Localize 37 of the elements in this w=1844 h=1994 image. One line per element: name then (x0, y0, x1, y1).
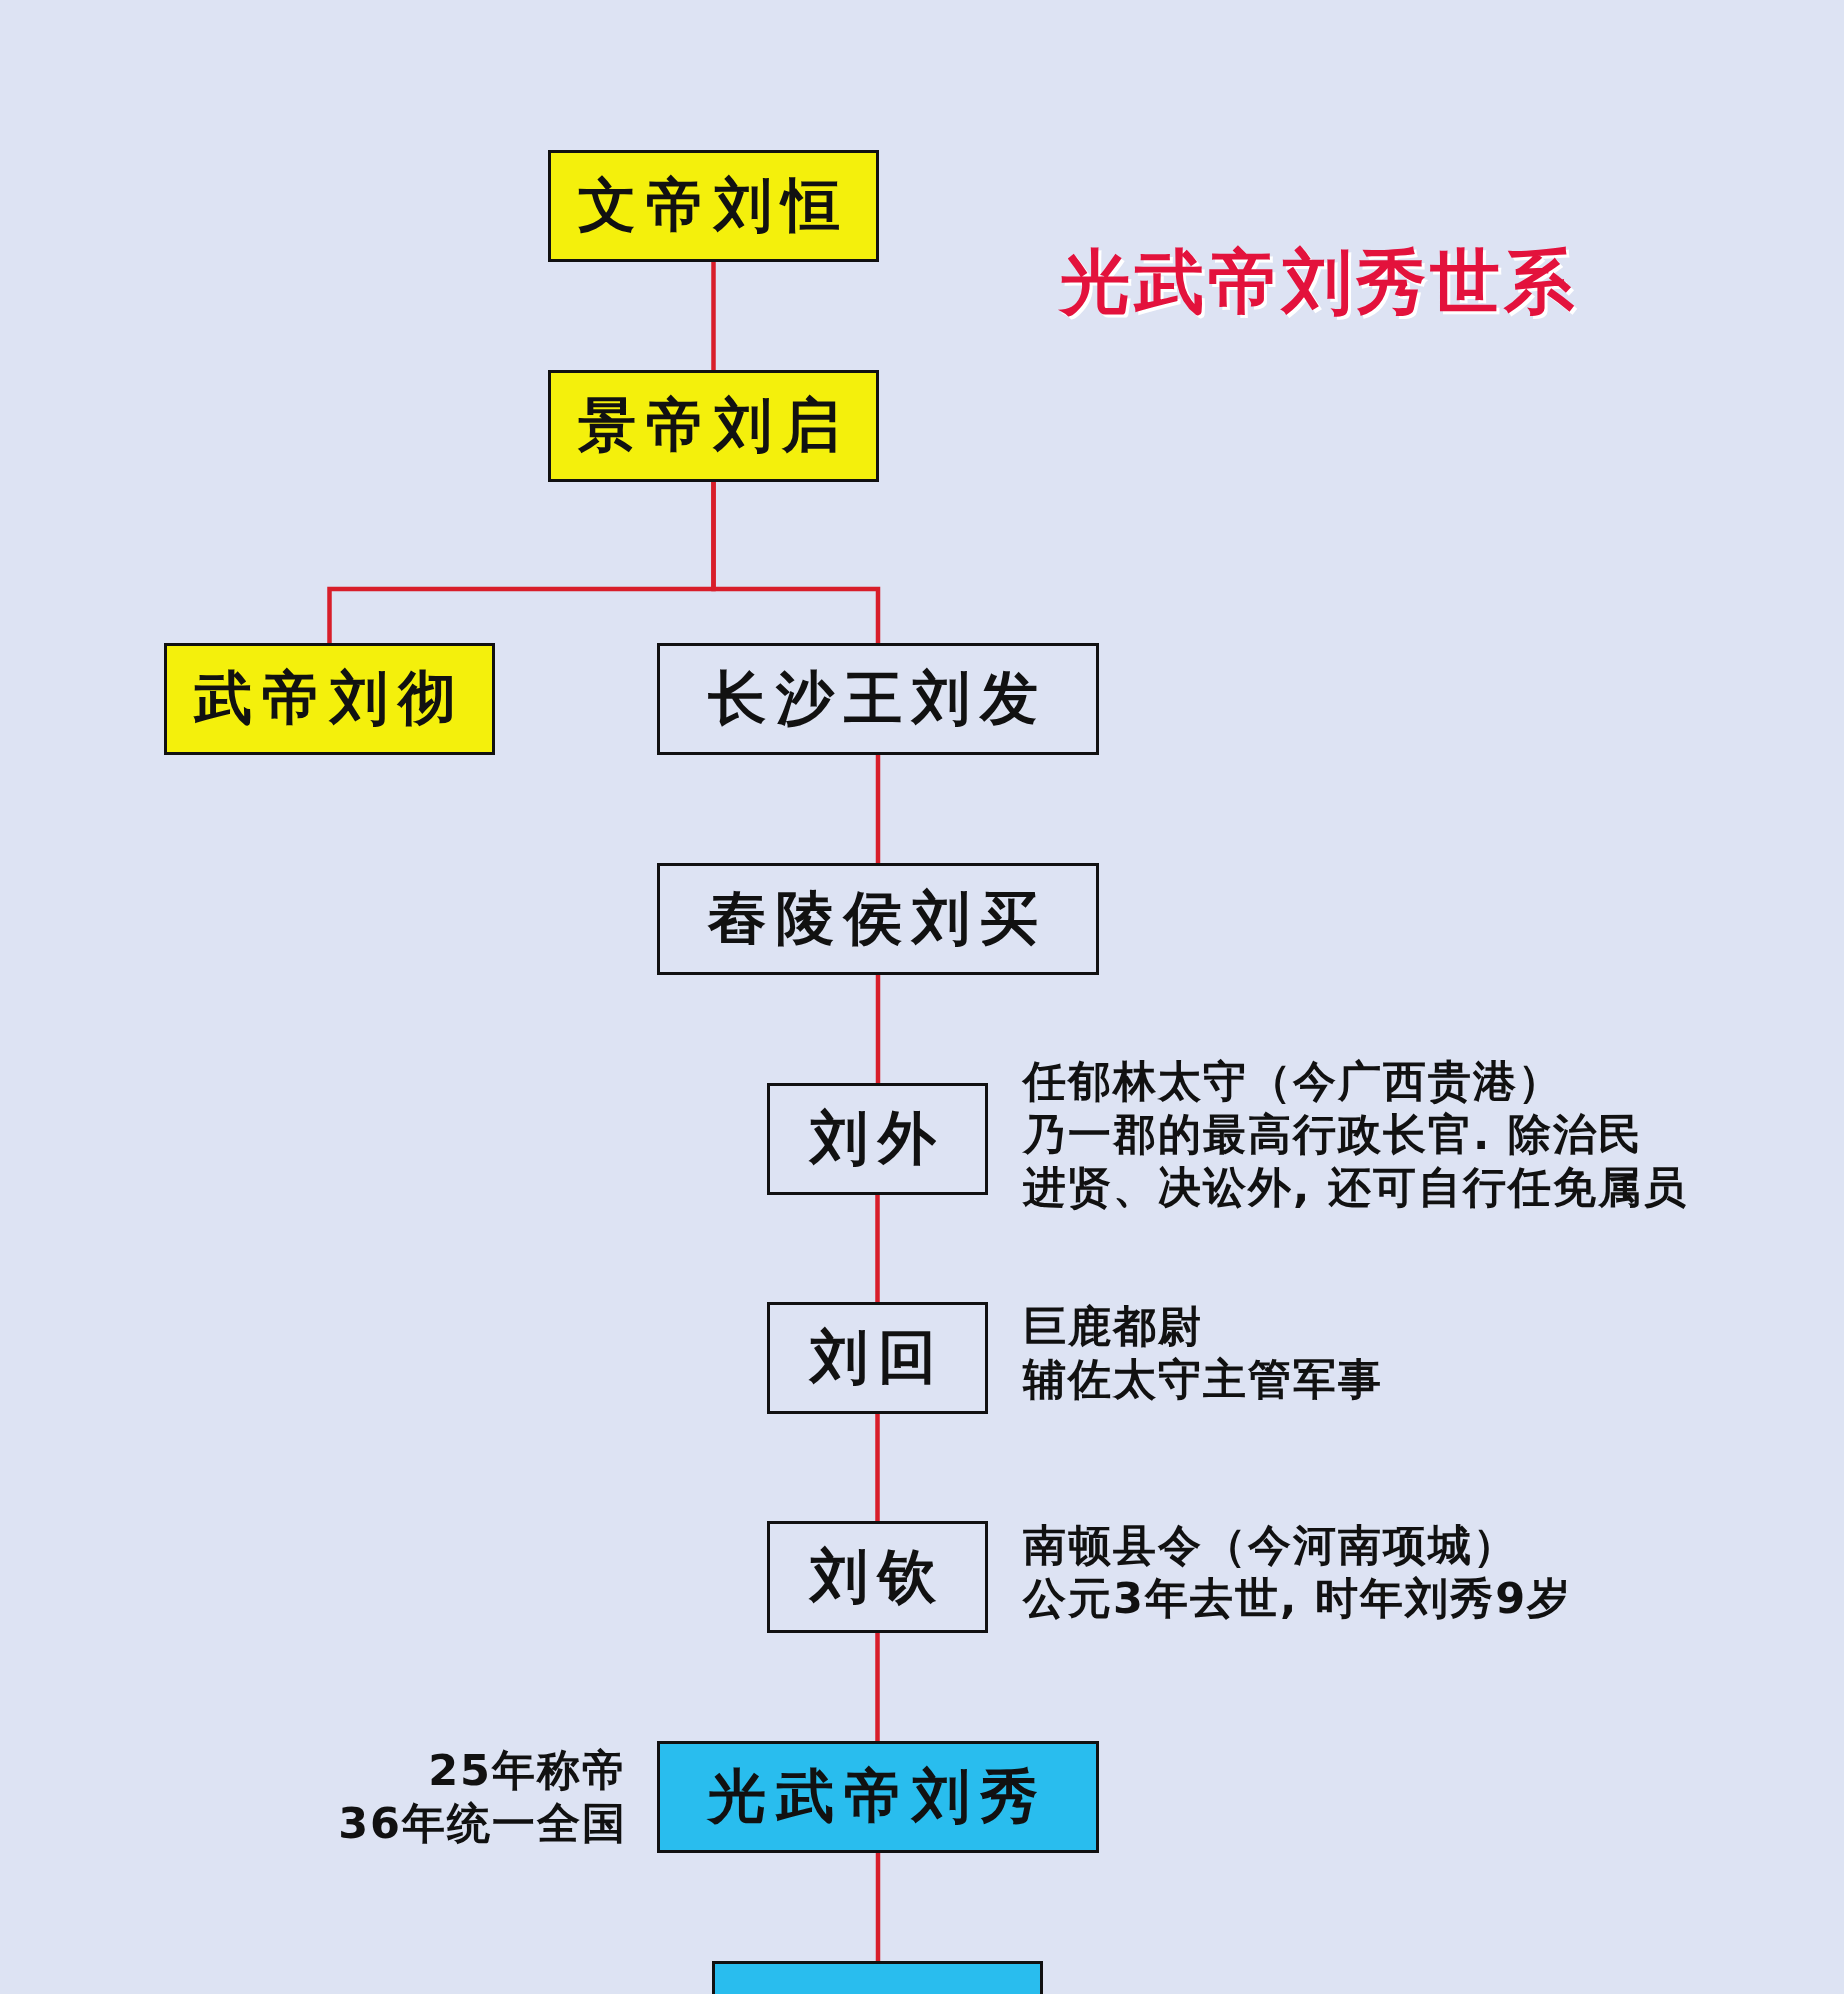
person-name: 景帝刘启 (577, 390, 850, 461)
person-name: 武帝刘彻 (193, 663, 466, 734)
connector-line (875, 1853, 881, 1961)
person-box (767, 1302, 988, 1414)
person-name: 长沙王刘发 (708, 663, 1048, 734)
connector-line (875, 1633, 880, 1741)
note-text: 辅佐太守主管军事 (1023, 1353, 1383, 1406)
person-name: 文帝刘恒 (577, 170, 850, 241)
note-text: 25年称帝 (427, 1744, 627, 1797)
person-box (548, 370, 879, 482)
person-name: 刘钦 (809, 1541, 946, 1612)
connector-line (875, 1414, 880, 1521)
person-box (548, 150, 879, 262)
connector-line (711, 262, 716, 370)
note-text: 公元3年去世, 时年刘秀9岁 (1023, 1572, 1573, 1625)
person-name: 刘回 (809, 1322, 946, 1393)
person-box (164, 643, 495, 755)
person-box (657, 643, 1099, 755)
note-text: 巨鹿都尉 (1023, 1300, 1204, 1353)
person-box (767, 1521, 988, 1633)
note-text: 进贤、决讼外, 还可自行任免属员 (1023, 1161, 1689, 1214)
connector-line (875, 975, 881, 1083)
note-text: 南顿县令（今河南项城） (1023, 1519, 1519, 1572)
note-text: 任郁林太守（今广西贵港） (1023, 1055, 1564, 1108)
connector-line (875, 755, 881, 863)
chart-title: 光武帝刘秀世系 (1060, 240, 1578, 325)
person-box (767, 1083, 988, 1195)
connector-line (711, 482, 881, 643)
note-text: 乃一郡的最高行政长官. 除治民 (1023, 1108, 1645, 1161)
person-name: 刘外 (809, 1103, 946, 1174)
person-box (657, 1741, 1099, 1853)
person-box (657, 863, 1099, 975)
note-text: 36年统一全国 (338, 1797, 627, 1850)
person-name: 舂陵侯刘买 (708, 883, 1048, 954)
person-box (712, 1961, 1043, 1994)
connector-line (875, 1195, 880, 1302)
person-name: 光武帝刘秀 (708, 1761, 1048, 1832)
